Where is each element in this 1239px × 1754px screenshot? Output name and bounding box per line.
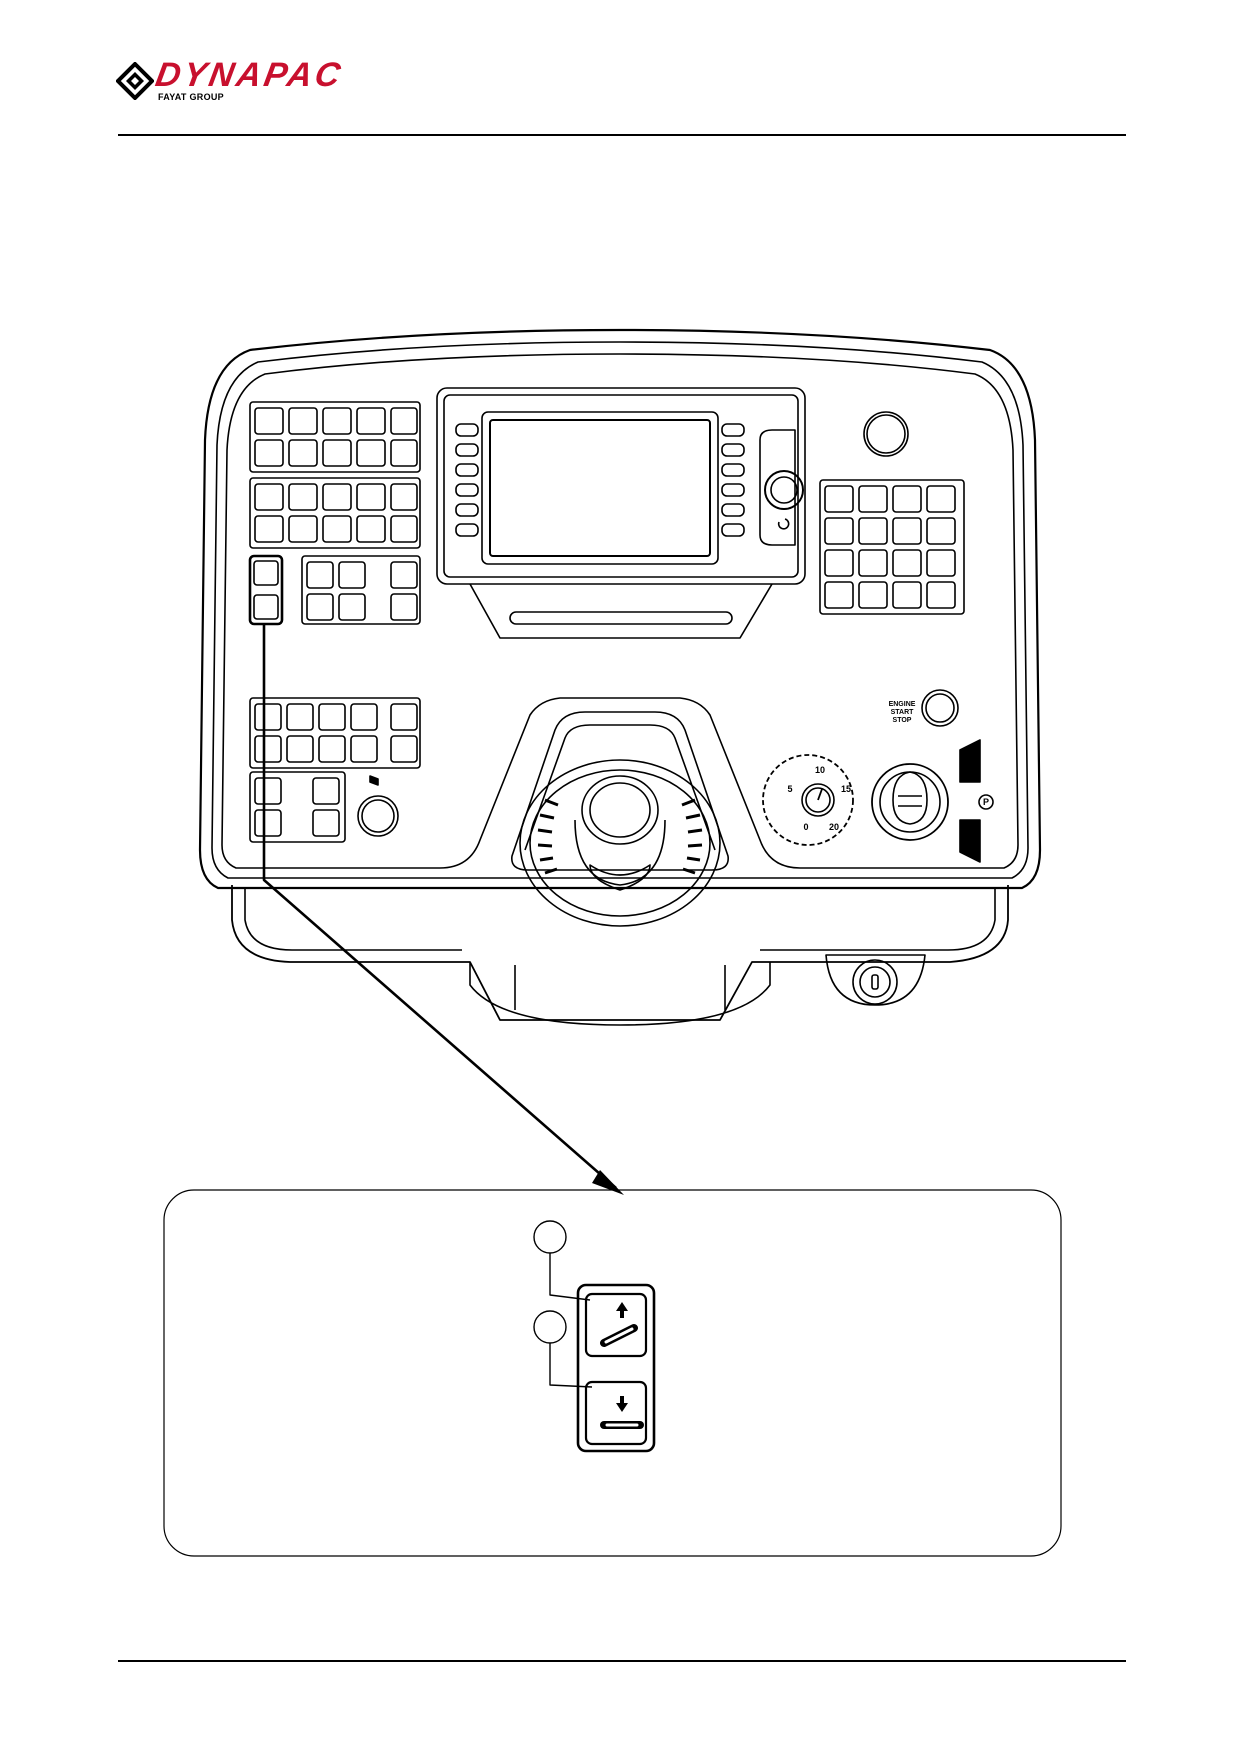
switch-pair-frame bbox=[576, 1283, 656, 1453]
detail-box bbox=[163, 1189, 1062, 1557]
engine-label-1: ENGINE bbox=[889, 701, 916, 708]
screed-raise-button bbox=[584, 1292, 648, 1358]
screen-display bbox=[436, 387, 806, 639]
footer-rule bbox=[118, 1660, 1126, 1662]
steering-dial bbox=[519, 759, 721, 927]
brand-logo: DYNAPAC FAYAT GROUP bbox=[116, 56, 416, 106]
park-label: P bbox=[983, 797, 989, 807]
dial-10: 10 bbox=[815, 765, 825, 775]
screed-lower-button bbox=[584, 1380, 648, 1446]
dial-15: 15 bbox=[841, 784, 851, 794]
engine-label-2: START bbox=[891, 709, 915, 716]
joystick-icon bbox=[871, 763, 949, 841]
screed-lower-icon bbox=[600, 1396, 644, 1429]
callout-1 bbox=[533, 1220, 567, 1254]
power-button bbox=[921, 689, 959, 727]
dial-5: 5 bbox=[787, 784, 792, 794]
rotary-knob bbox=[762, 754, 854, 846]
dial-0: 0 bbox=[803, 822, 808, 832]
screed-raise-icon bbox=[600, 1302, 638, 1347]
callout-2 bbox=[533, 1310, 567, 1344]
horn-icon bbox=[357, 775, 399, 837]
dial-20: 20 bbox=[829, 822, 839, 832]
brand-subtitle: FAYAT GROUP bbox=[158, 92, 224, 102]
dynapac-diamond-logo-icon bbox=[116, 62, 154, 100]
engine-label-3: STOP bbox=[893, 717, 912, 724]
header-rule bbox=[118, 134, 1126, 136]
ignition-key-icon bbox=[825, 954, 926, 1006]
